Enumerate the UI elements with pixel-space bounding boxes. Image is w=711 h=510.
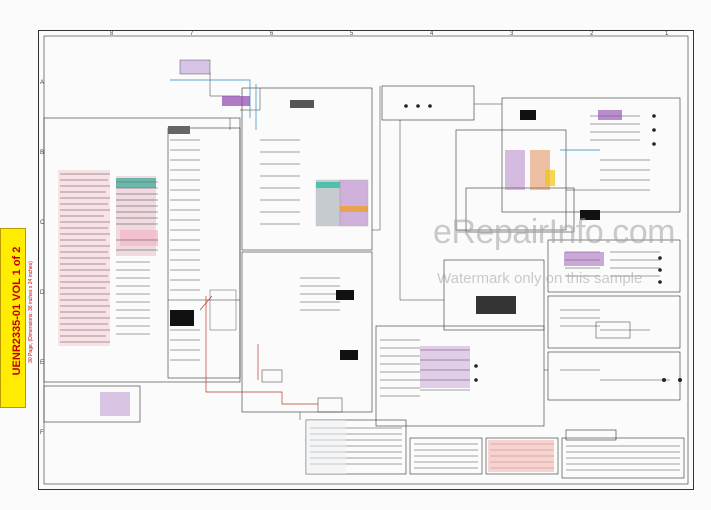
notes-block — [561, 437, 685, 479]
border-tick: D — [40, 290, 45, 296]
border-tick: F — [40, 430, 44, 436]
block-right-inner — [455, 129, 567, 231]
border-tick: 7 — [190, 31, 194, 37]
block-mid-center — [443, 259, 545, 331]
block-right-mid2 — [547, 295, 681, 349]
block-center-upper — [241, 87, 373, 251]
block-right-mid3 — [547, 351, 681, 401]
border-tick: E — [40, 360, 45, 366]
block-top-small — [381, 85, 475, 121]
watermark-note: Watermark only on this sample — [437, 270, 643, 287]
block-bottom-left — [43, 385, 141, 423]
border-tick: 1 — [665, 31, 669, 37]
legend-table-2 — [409, 437, 483, 475]
block-right-mid — [547, 239, 681, 293]
border-tick: 5 — [350, 31, 354, 37]
watermark-brand: eRepairInfo.com — [433, 213, 675, 251]
spine-subtitle: 30 Page, (Dimensions: 36 inches x 24 inc… — [28, 261, 34, 363]
sheet-border — [38, 30, 694, 490]
border-tick: A — [40, 80, 45, 86]
title-tag — [565, 429, 617, 441]
block-bottom-center — [375, 325, 545, 427]
block-center-lower — [241, 251, 373, 413]
block-right-inner2 — [465, 187, 575, 233]
border-tick: B — [40, 150, 45, 156]
border-tick: 6 — [270, 31, 274, 37]
document-spine-label: UENR2335-01 VOL 1 of 2 30 Page, (Dimensi… — [0, 228, 34, 408]
border-tick: 2 — [590, 31, 594, 37]
border-tick: 8 — [110, 31, 114, 37]
border-tick: C — [40, 220, 45, 226]
border-tick: 3 — [510, 31, 514, 37]
legend-table-3 — [485, 437, 559, 475]
spine-title: UENR2335-01 VOL 1 of 2 — [11, 246, 23, 376]
border-tick: 4 — [430, 31, 434, 37]
block-left-connectors — [167, 127, 241, 379]
